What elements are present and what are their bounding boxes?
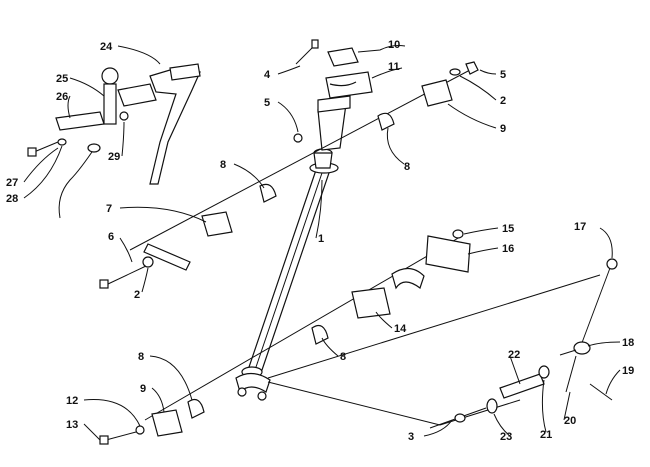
callout-2-upper: 2 <box>500 95 506 107</box>
callout-1: 1 <box>318 233 324 245</box>
callout-16: 16 <box>502 243 514 255</box>
callout-19: 19 <box>622 365 634 377</box>
mid-left-parts <box>99 183 277 289</box>
lower-right-parts <box>311 229 618 345</box>
callout-14: 14 <box>394 323 407 335</box>
callout-24: 24 <box>100 41 113 53</box>
callout-18: 18 <box>622 337 634 349</box>
callout-6: 6 <box>108 231 114 243</box>
callout-15: 15 <box>502 223 514 235</box>
upper-clamp-parts <box>293 39 479 143</box>
callout-12: 12 <box>66 395 78 407</box>
callout-25: 25 <box>56 73 68 85</box>
callout-23: 23 <box>500 431 512 443</box>
callout-5-left: 5 <box>264 97 270 109</box>
steering-post <box>235 95 351 401</box>
callout-27: 27 <box>6 177 18 189</box>
callout-4: 4 <box>264 69 271 81</box>
callout-20: 20 <box>564 415 576 427</box>
callout-13: 13 <box>66 419 78 431</box>
callout-9-upper: 9 <box>500 123 506 135</box>
lower-left-parts <box>99 399 205 445</box>
callout-17: 17 <box>574 221 586 233</box>
callout-9-lower: 9 <box>140 383 146 395</box>
callout-22: 22 <box>508 349 520 361</box>
callout-7: 7 <box>106 203 112 215</box>
leader-lines <box>23 45 621 441</box>
callout-10: 10 <box>388 39 400 51</box>
assembly-axis-lines <box>129 69 611 426</box>
callout-3: 3 <box>408 431 414 443</box>
callout-5-right: 5 <box>500 69 506 81</box>
callout-21: 21 <box>540 429 552 441</box>
callout-2-lower: 2 <box>134 289 140 301</box>
callout-8-lower-right: 8 <box>340 351 346 363</box>
callout-8-upper-right: 8 <box>404 161 410 173</box>
callout-labels: 10 4 11 5 5 2 9 8 8 7 1 6 2 15 16 17 14 … <box>6 39 634 443</box>
callout-8-upper-left: 8 <box>220 159 226 171</box>
tie-rod-assembly <box>429 341 613 429</box>
callout-8-lower-left: 8 <box>138 351 144 363</box>
throttle-assembly <box>27 63 201 219</box>
callout-29: 29 <box>108 151 120 163</box>
callout-11: 11 <box>388 61 400 73</box>
callout-26: 26 <box>56 91 68 103</box>
callout-28: 28 <box>6 193 18 205</box>
